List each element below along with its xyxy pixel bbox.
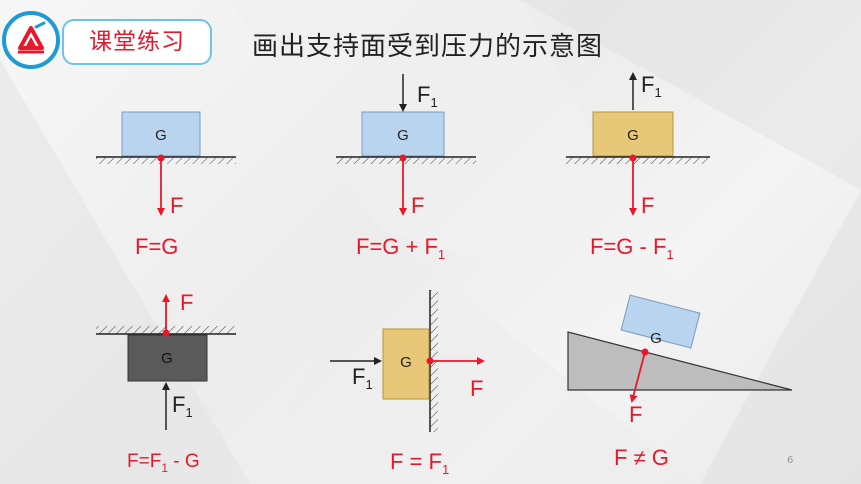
force-label-2: F <box>411 193 424 218</box>
block-3 <box>592 111 674 157</box>
diagram-6: G F F ≠ G <box>567 294 793 470</box>
action-point-5 <box>426 357 434 365</box>
block-4-label: G <box>161 350 173 367</box>
block-5 <box>382 328 430 400</box>
section-badge: 课堂练习 <box>62 19 212 65</box>
section-badge-label: 课堂练习 <box>89 29 185 55</box>
lesson-logo <box>2 11 60 69</box>
block-6 <box>620 294 701 349</box>
relation-4: F=F1 - G <box>127 451 200 475</box>
block-5-label: G <box>400 354 412 371</box>
force-label-1: F <box>170 193 183 218</box>
action-point-2 <box>399 154 407 162</box>
ground-hatch-3 <box>566 157 710 164</box>
relation-2: F=G + F1 <box>356 234 445 262</box>
block-3-label: G <box>627 127 639 144</box>
block-2-label: G <box>397 127 409 144</box>
block-1-label: G <box>155 127 167 144</box>
diagram-1: G F F=G <box>96 111 236 259</box>
applied-label-2: F1 <box>417 82 438 110</box>
relation-1: F=G <box>135 234 178 259</box>
page-number: 6 <box>787 455 794 466</box>
diagram-4: G F F1 F=F1 - G <box>96 290 236 475</box>
diagram-5: G F1 F F = F1 <box>330 290 485 477</box>
relation-3: F=G - F1 <box>590 234 674 262</box>
applied-label-3: F1 <box>641 72 662 100</box>
applied-label-4: F1 <box>172 392 193 420</box>
applied-label-5: F1 <box>352 364 373 392</box>
force-label-6: F <box>629 402 642 427</box>
diagram-3: G F1 F F=G - F1 <box>566 72 710 262</box>
incline-6 <box>567 331 793 391</box>
page-title: 画出支持面受到压力的示意图 <box>252 32 604 62</box>
action-point-6 <box>641 348 649 356</box>
ground-hatch-1 <box>96 157 236 164</box>
block-4 <box>127 334 208 382</box>
relation-6: F ≠ G <box>614 445 669 470</box>
action-point-1 <box>157 154 165 162</box>
force-label-3: F <box>641 193 654 218</box>
action-point-4 <box>162 329 170 337</box>
block-6-label: G <box>650 330 662 347</box>
pencil-book-icon <box>18 21 46 54</box>
diagram-2: G F1 F F=G + F1 <box>336 74 476 262</box>
action-point-3 <box>629 154 637 162</box>
relation-5: F = F1 <box>390 449 449 477</box>
pressure-arrow-6 <box>629 351 646 403</box>
ground-hatch-2 <box>336 157 476 164</box>
force-label-5: F <box>470 376 483 401</box>
force-label-4: F <box>180 290 193 315</box>
